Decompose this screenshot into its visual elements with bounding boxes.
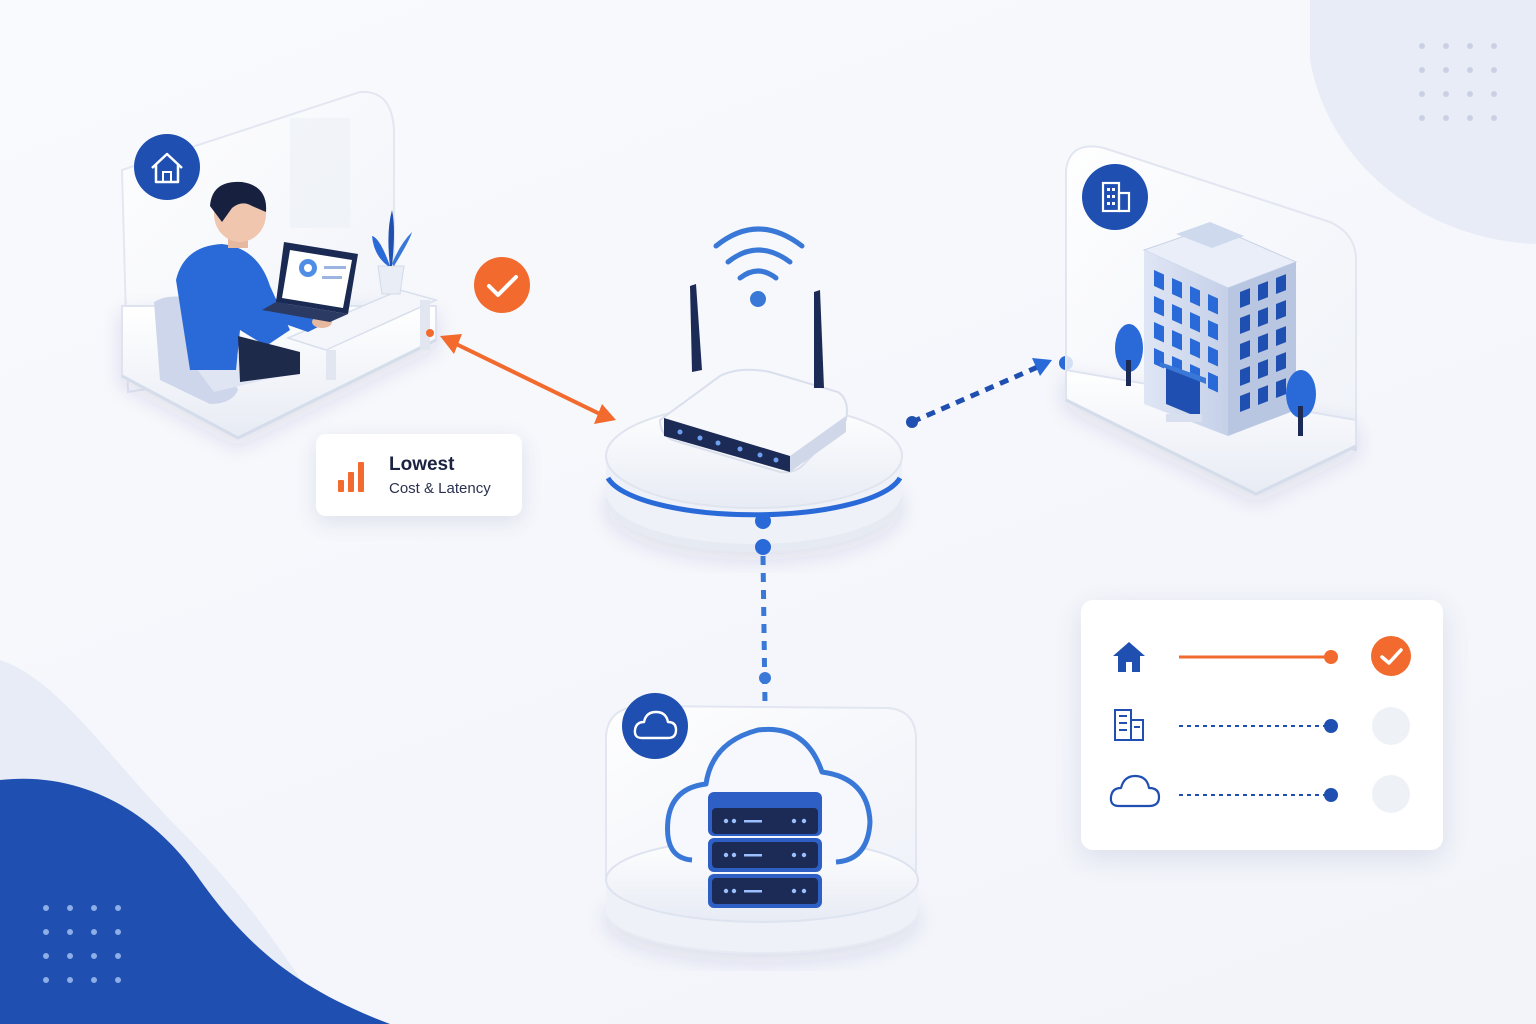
dot-grid-bottom-left [43,905,121,983]
building-window [1154,270,1164,291]
decor-dot [43,929,49,935]
card-title: Lowest [389,454,455,475]
router-office-link [906,356,1073,428]
decor-dot [115,977,121,983]
decor-dot [1443,43,1449,49]
route-list [1109,636,1411,813]
decor-dot [1467,91,1473,97]
home-link-check-icon [474,257,530,313]
building-window [1240,340,1250,360]
cloud-icon [1109,774,1161,808]
route-row-office[interactable] [1114,707,1410,745]
office-building-icon [1114,709,1144,741]
decor-dot [91,953,97,959]
decor-dot [1443,91,1449,97]
building-window [1240,288,1250,308]
cloud-server [605,693,919,954]
decor-dot [115,929,121,935]
decor-dot [115,953,121,959]
decor-dot [43,953,49,959]
decor-dot [1419,115,1425,121]
decor-dot [1467,115,1473,121]
dot-grid-top-right [1419,43,1497,121]
building-window [1190,338,1200,359]
route-row-home[interactable] [1113,636,1411,676]
decor-dot [91,929,97,935]
decor-dot [1491,91,1497,97]
building-window [1276,274,1286,294]
building-window [1258,359,1268,379]
decor-dot [1491,115,1497,121]
building-window [1258,385,1268,405]
building-window [1276,300,1286,320]
route-cloud-status-indicator [1372,775,1410,813]
home-router-link [426,329,616,424]
home-icon [134,134,200,200]
office-building-icon [1082,164,1148,230]
decor-dot [1443,67,1449,73]
router-hub [605,226,903,555]
office-building [1065,145,1357,496]
decor-dot [115,905,121,911]
home-icon [1113,642,1145,672]
route-selection-panel [1081,600,1443,850]
building-window [1154,296,1164,317]
building-window [1172,330,1182,351]
bg-blob-bottom-left-dark [0,778,390,1024]
card-subtitle: Cost & Latency [389,480,491,497]
decor-dot [67,977,73,983]
building-window [1240,314,1250,334]
home-workspace [120,90,439,440]
building-window [1258,281,1268,301]
decor-dot [1419,91,1425,97]
decor-dot [43,905,49,911]
building-window [1190,312,1200,333]
wifi-router-icon [713,226,805,281]
route-home-check-icon [1371,636,1411,676]
lowest-cost-latency-card: Lowest Cost & Latency [316,434,522,516]
building-window [1208,320,1218,341]
decor-dot [1491,67,1497,73]
decor-dot [1443,115,1449,121]
building-window [1172,278,1182,299]
decor-dot [91,977,97,983]
decor-dot [91,905,97,911]
building-window [1276,352,1286,372]
decor-dot [67,905,73,911]
route-office-status-indicator [1372,707,1410,745]
building-window [1240,392,1250,412]
cloud-icon [622,693,688,759]
building-window [1208,346,1218,367]
building-window [1276,326,1286,346]
decor-dot [1419,43,1425,49]
route-row-cloud[interactable] [1109,774,1410,813]
building-window [1208,372,1218,393]
decor-dot [1491,43,1497,49]
building-window [1190,286,1200,307]
router-cloud-link [759,555,771,705]
building-window [1276,378,1286,398]
building-window [1240,366,1250,386]
building-window [1258,307,1268,327]
decor-dot [67,929,73,935]
building-window [1208,294,1218,315]
decor-dot [1467,67,1473,73]
building-window [1154,322,1164,343]
decor-dot [43,977,49,983]
decor-dot [1419,67,1425,73]
building-window [1258,333,1268,353]
building-window [1172,304,1182,325]
bg-blob-top-right [1310,0,1536,244]
signal-bars-icon [338,460,372,492]
decor-dot [67,953,73,959]
decor-dot [1467,43,1473,49]
